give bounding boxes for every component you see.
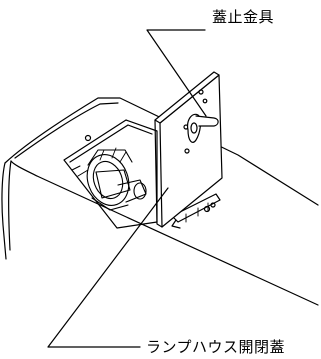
- leader-line-cover: [47, 187, 169, 348]
- lamp-house-cover-label: ランプハウス開閉蓋: [146, 338, 286, 356]
- lamp-house-opening: [63, 119, 158, 229]
- lamp-house-cover: [154, 71, 223, 228]
- screw-icon: [198, 89, 204, 95]
- screw-icon: [184, 148, 190, 154]
- housing-body: [1, 97, 319, 306]
- lamp-assembly: [86, 147, 147, 211]
- lid-fastener: [187, 113, 219, 143]
- screw-icon: [84, 134, 92, 142]
- hinge: [171, 193, 221, 229]
- screw-icon: [202, 98, 208, 104]
- lid-fastener-label: 蓋止金具: [212, 8, 275, 26]
- leader-line-fastener: [146, 29, 207, 117]
